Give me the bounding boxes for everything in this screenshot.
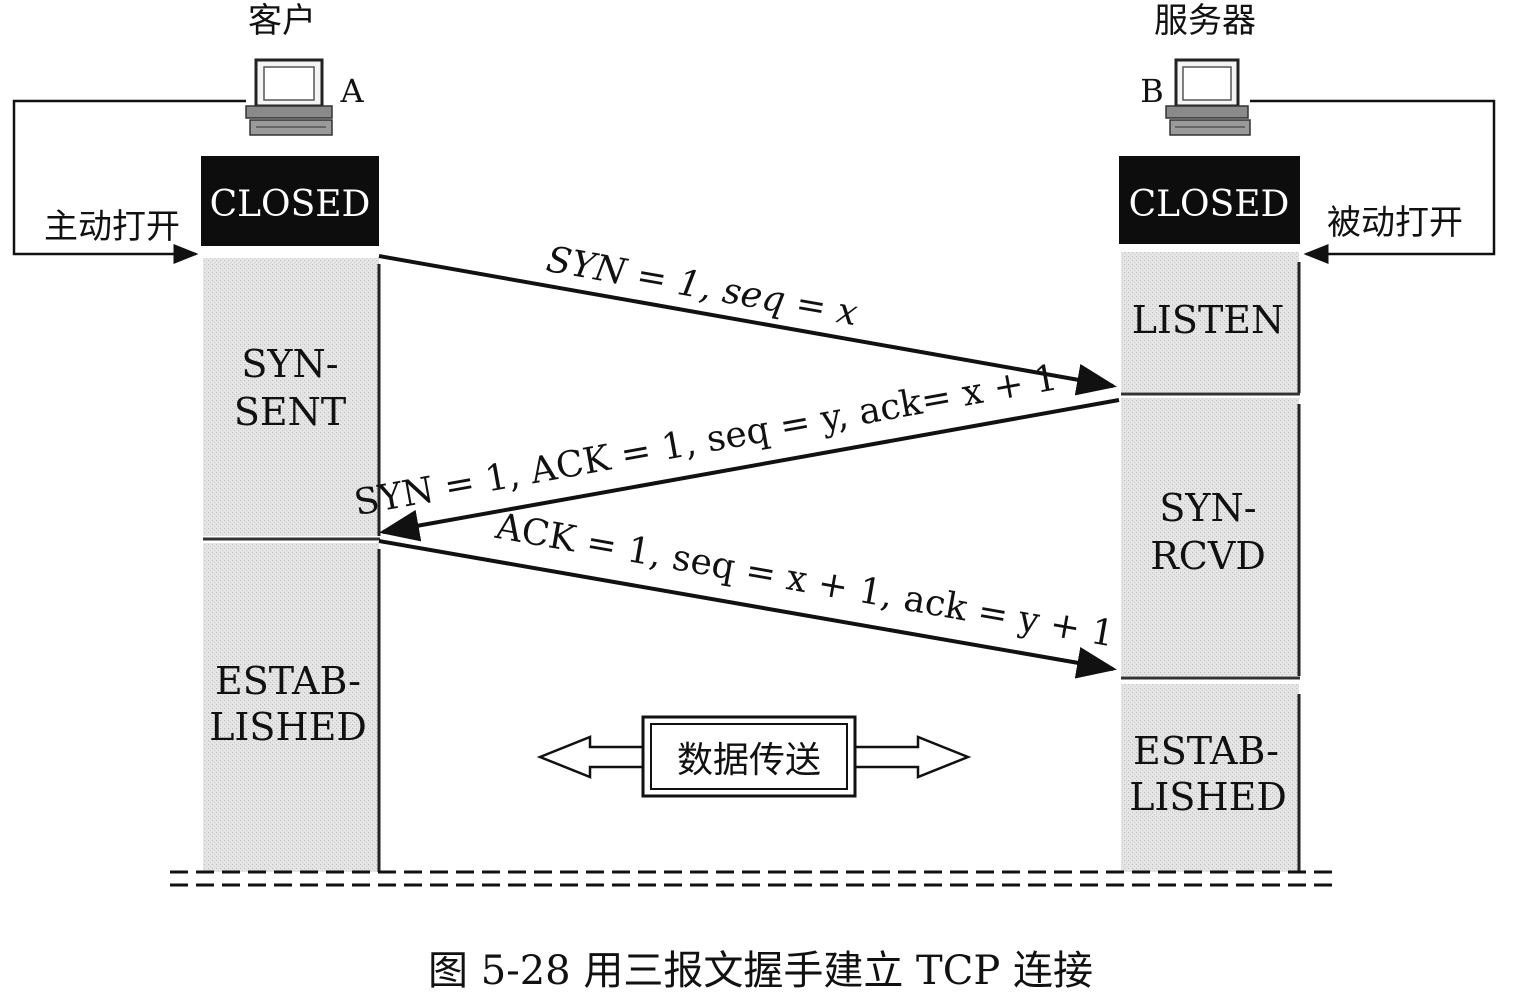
server-title: 服务器 — [1154, 1, 1256, 41]
client-syn-sent-line1: SYN- — [241, 342, 338, 386]
server-host-label: B — [1140, 72, 1164, 110]
client-host-label: A — [339, 72, 364, 110]
client-syn-sent-line2: SENT — [234, 390, 346, 434]
ack-message-label: ACK = 1, seq = x + 1, ack = y + 1 — [492, 506, 1118, 655]
server-established-line2: LISHED — [1129, 775, 1287, 819]
syn-message-arrow — [378, 254, 1117, 396]
active-open-arrow — [12, 99, 246, 264]
server-syn-rcvd-line2: RCVD — [1150, 534, 1266, 578]
syn-ack-message-arrow — [379, 398, 1120, 542]
client-computer-icon — [245, 58, 333, 136]
client-established-line1: ESTAB- — [215, 659, 361, 703]
client-closed-label: CLOSED — [210, 184, 371, 225]
client-established-line2: LISHED — [209, 705, 367, 749]
syn-message-label: SYN = 1, seq = x — [543, 239, 860, 334]
server-syn-rcvd-line1: SYN- — [1159, 486, 1256, 530]
ack-message-arrow — [378, 539, 1117, 679]
server-listen-state — [1121, 252, 1299, 392]
data-transfer-label: 数据传送 — [677, 740, 821, 781]
server-syn-rcvd-state — [1121, 398, 1299, 676]
passive-open-label: 被动打开 — [1327, 203, 1463, 243]
server-closed-label: CLOSED — [1129, 184, 1290, 225]
server-closed-state — [1119, 156, 1300, 244]
server-listen-label: LISTEN — [1132, 298, 1285, 342]
server-established-state — [1121, 684, 1299, 872]
active-open-label: 主动打开 — [44, 207, 180, 247]
passive-open-arrow — [1250, 99, 1496, 264]
server-established-line1: ESTAB- — [1133, 729, 1279, 773]
client-closed-state — [201, 156, 379, 246]
data-transfer-double-arrow — [536, 715, 972, 798]
server-computer-icon — [1165, 58, 1251, 136]
client-established-state — [203, 543, 379, 872]
client-syn-sent-state — [203, 258, 379, 536]
figure-caption: 图 5-28 用三报文握手建立 TCP 连接 — [428, 948, 1093, 994]
tcp-handshake-diagram: 客户 服务器 A B 主动打开 被动打开 CLOSED CLOSED SYN- … — [12, 1, 1496, 887]
syn-ack-message-label: SYN = 1, ACK = 1, seq = y, ack= x + 1 — [351, 357, 1061, 524]
client-title: 客户 — [248, 1, 316, 41]
